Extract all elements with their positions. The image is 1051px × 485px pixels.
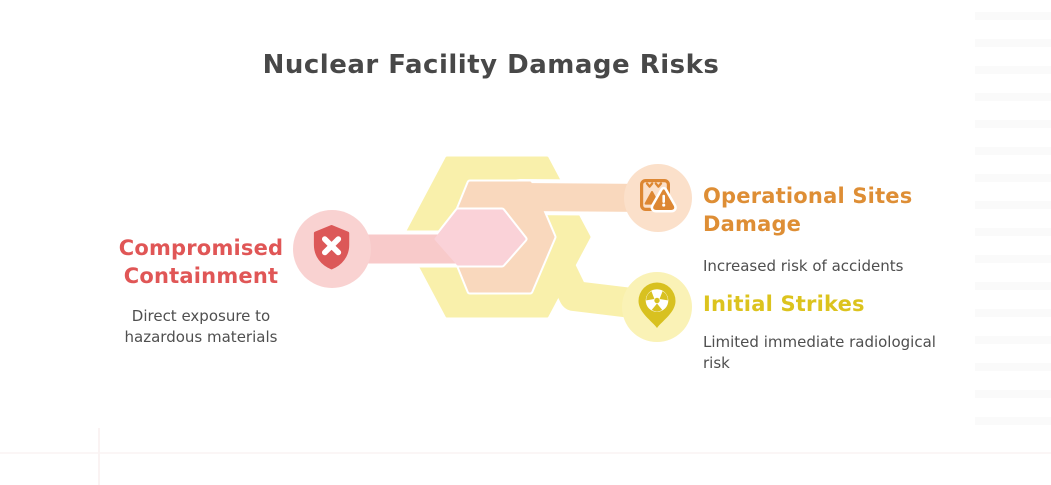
node-label-compromised-containment: Compromised Containment: [118, 236, 284, 288]
hexagon-compromised-containment: [434, 209, 526, 266]
node-label-operational-sites-damage: Operational Sites Damage: [703, 184, 913, 236]
node-desc-compromised-containment: Direct exposure to hazardous materials: [124, 307, 278, 346]
page-divider-vertical: [98, 428, 100, 485]
node-label-initial-strikes: Initial Strikes: [703, 292, 865, 316]
node-operational-sites-damage: Operational Sites Damage Increased risk …: [703, 182, 938, 277]
node-compromised-containment: Compromised Containment Direct exposure …: [96, 234, 306, 348]
background-stripes: [975, 12, 1051, 440]
page-title: Nuclear Facility Damage Risks: [262, 50, 720, 80]
radiation-pin-icon: [638, 282, 676, 328]
node-desc-operational-sites-damage: Increased risk of accidents: [703, 257, 904, 275]
shield-x-icon: [313, 225, 350, 270]
page-divider-horizontal: [0, 452, 1051, 454]
image-warning-icon: [640, 179, 677, 213]
node-desc-initial-strikes: Limited immediate radiological risk: [703, 333, 936, 372]
node-initial-strikes: Initial Strikes Limited immediate radiol…: [703, 290, 938, 374]
